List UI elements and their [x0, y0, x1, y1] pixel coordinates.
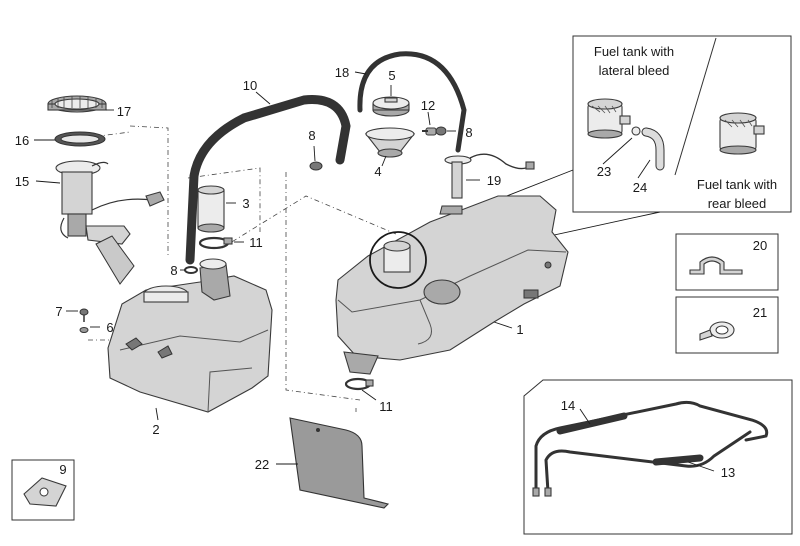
callout-5: 5	[388, 68, 395, 83]
callout-22: 22	[255, 457, 269, 472]
clip-8-middle	[309, 161, 323, 171]
plate-box-9: 9	[11, 459, 75, 521]
callout-24: 24	[633, 180, 647, 195]
hose-kit-box: 14 13	[523, 379, 793, 535]
callout-2: 2	[152, 422, 159, 437]
screw-7	[79, 308, 89, 322]
callout-1: 1	[516, 322, 523, 337]
inset-lateral-caption-2: lateral bleed	[599, 63, 670, 78]
clip-8-right	[435, 126, 447, 136]
bleed-variants-inset: Fuel tank with lateral bleed Fuel tank w…	[572, 35, 792, 213]
fuel-tank-2	[107, 258, 273, 413]
callout-20: 20	[753, 238, 767, 253]
callout-4: 4	[374, 164, 381, 179]
inset-lateral-caption-1: Fuel tank with	[594, 44, 674, 59]
callout-10: 10	[243, 78, 257, 93]
inset-rear-caption-2: rear bleed	[708, 196, 767, 211]
callout-17: 17	[117, 104, 131, 119]
washer-6	[79, 327, 89, 333]
callout-18: 18	[335, 65, 349, 80]
callout-21: 21	[753, 305, 767, 320]
fuel-pump-15	[55, 160, 165, 285]
callout-8-left: 8	[170, 263, 177, 278]
sleeve-3	[197, 185, 225, 233]
callout-11-upper: 11	[249, 235, 263, 250]
fuel-level-sender-19	[444, 153, 535, 199]
callout-9: 9	[59, 462, 66, 477]
callout-16: 16	[15, 133, 29, 148]
callout-23: 23	[597, 164, 611, 179]
hose-10	[185, 95, 351, 265]
callout-7: 7	[55, 304, 62, 319]
fuel-tank-1	[335, 195, 569, 375]
callout-14: 14	[561, 398, 575, 413]
fuel-cap-5	[372, 96, 410, 117]
callout-15: 15	[15, 174, 29, 189]
heat-shield-22	[289, 417, 390, 509]
callout-13: 13	[721, 465, 735, 480]
gasket-16	[54, 131, 106, 147]
clip-box-20: 20	[675, 233, 779, 291]
filler-funnel-4	[364, 127, 416, 158]
hose-clamp-11-lower	[344, 377, 374, 391]
inset-rear-caption-1: Fuel tank with	[697, 177, 777, 192]
callout-12: 12	[421, 98, 435, 113]
hose-18	[357, 51, 467, 153]
callout-11-lower: 11	[379, 399, 393, 414]
assembly-dash-lines	[83, 125, 397, 412]
callout-8-middle: 8	[308, 128, 315, 143]
clip-8-left	[184, 266, 198, 274]
callout-19: 19	[487, 173, 501, 188]
lock-ring-17	[47, 95, 107, 113]
washer-23	[631, 126, 641, 136]
hose-clamp-11-upper	[198, 236, 233, 250]
clamp-box-21: 21	[675, 296, 779, 354]
filler-neck-lateral	[587, 98, 631, 139]
filler-neck-rear	[719, 112, 765, 155]
callout-6: 6	[106, 320, 113, 335]
callout-3: 3	[242, 196, 249, 211]
valve-12	[422, 127, 437, 136]
callout-8-right: 8	[465, 125, 472, 140]
